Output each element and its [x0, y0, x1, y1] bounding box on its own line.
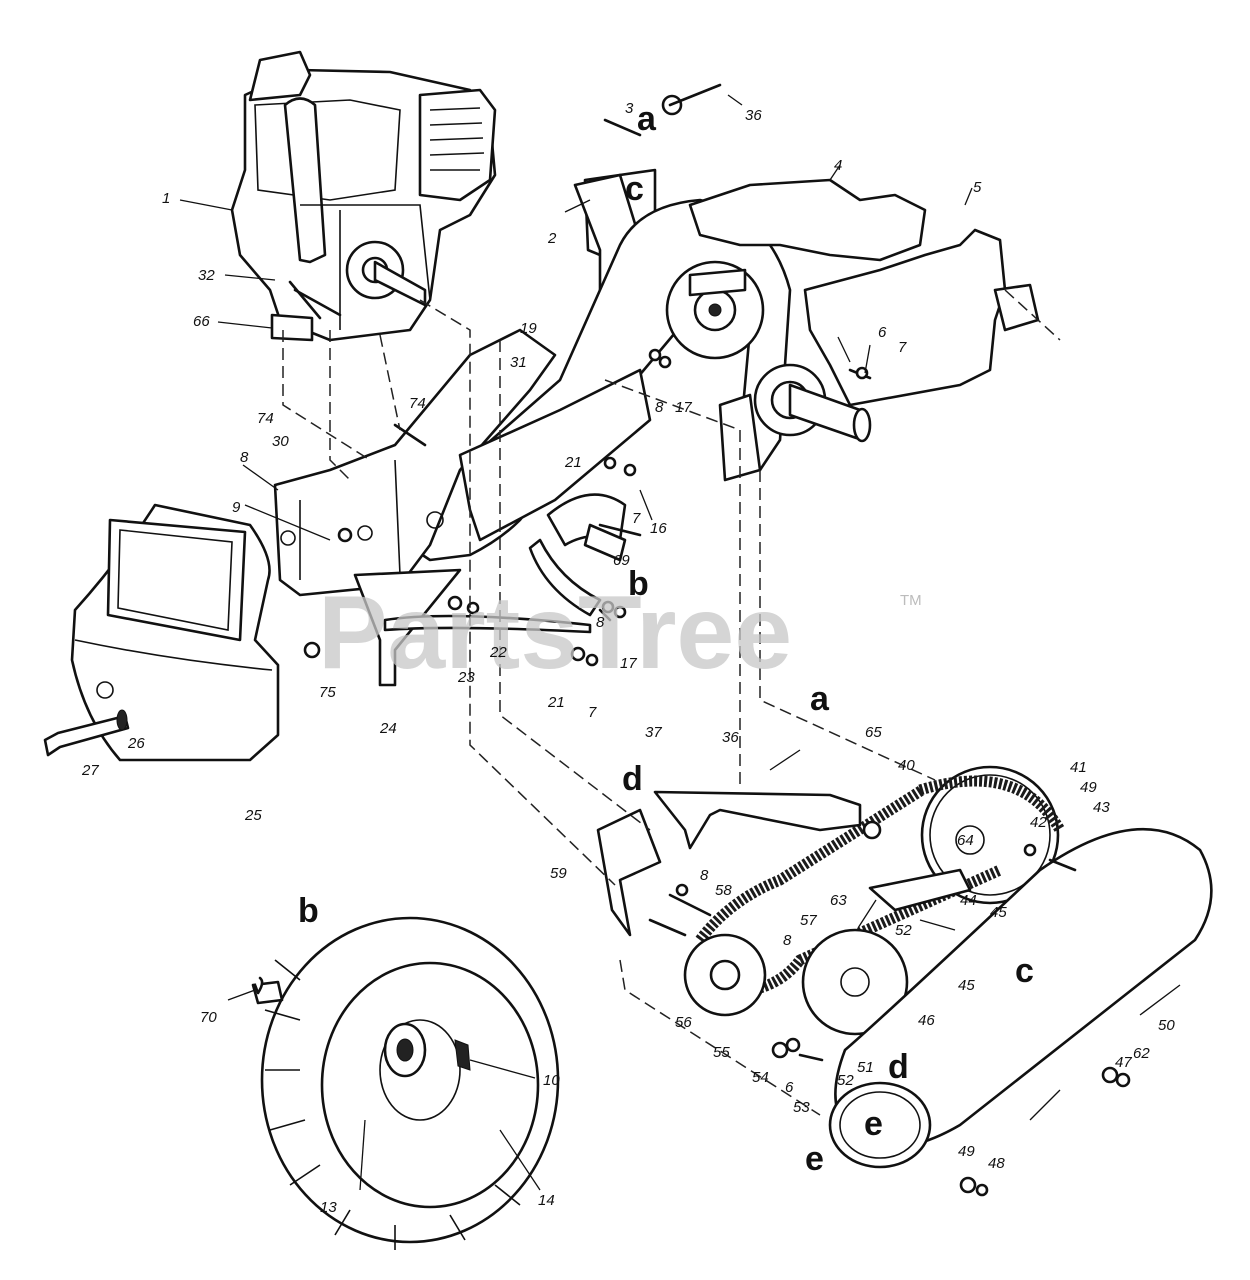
callout-16: 16 [650, 520, 667, 537]
callout-49-low: 49 [958, 1143, 975, 1160]
callout-6-top: 6 [878, 324, 887, 341]
engine[interactable] [230, 50, 497, 342]
callout-57: 57 [800, 912, 817, 929]
callout-6-bottom: 6 [785, 1079, 794, 1096]
ref-letter-d-bracket: d [622, 760, 643, 798]
callout-52-low: 52 [837, 1072, 854, 1089]
callout-25: 25 [244, 807, 262, 824]
callout-62: 62 [1133, 1045, 1150, 1062]
callout-24: 24 [379, 720, 397, 737]
reference-letters: a a b b c c d d e e [298, 100, 1034, 1178]
callout-8-left: 8 [240, 449, 249, 466]
callout-32: 32 [198, 267, 215, 284]
callout-36-top: 36 [745, 107, 762, 124]
callout-36-lower: 36 [722, 729, 739, 746]
callout-75: 75 [319, 684, 336, 701]
callout-46: 46 [918, 1012, 935, 1029]
callout-52-top: 52 [895, 922, 912, 939]
callout-42: 42 [1030, 814, 1047, 831]
callout-21-top: 21 [564, 454, 582, 471]
callout-23: 23 [457, 669, 475, 686]
leader-lines [179, 94, 1181, 1191]
ref-letter-a-top: a [637, 100, 657, 138]
callout-4: 4 [834, 157, 842, 174]
callout-8-mid: 8 [596, 614, 605, 631]
callout-56: 56 [675, 1014, 692, 1031]
callout-7-mid: 7 [632, 510, 641, 527]
callout-2: 2 [547, 230, 557, 247]
callout-8-bracket: 8 [700, 867, 709, 884]
callout-74-right: 74 [409, 395, 426, 412]
callout-45-top: 45 [990, 904, 1007, 921]
callout-41: 41 [1070, 759, 1087, 776]
ref-letter-e-bottom: e [805, 1140, 824, 1178]
callout-9: 9 [232, 499, 241, 516]
callout-47: 47 [1115, 1054, 1132, 1071]
callout-49-top: 49 [1080, 779, 1097, 796]
callout-70: 70 [200, 1009, 217, 1026]
ref-letter-b-center: b [628, 565, 649, 603]
callout-8-top: 8 [655, 399, 664, 416]
callout-13: 13 [320, 1199, 337, 1216]
callout-45-low: 45 [958, 977, 975, 994]
belt-drive-assembly[interactable] [596, 765, 1213, 1169]
watermark-trademark: TM [900, 592, 922, 609]
callout-7-top: 7 [898, 339, 907, 356]
callout-74-left: 74 [257, 410, 274, 427]
ref-letter-e-pulley: e [864, 1105, 883, 1143]
tine-housing-assembly[interactable] [273, 168, 792, 687]
transmission-housing[interactable] [688, 178, 1040, 482]
ref-letter-b-wheel: b [298, 892, 319, 930]
callout-7-low: 7 [588, 704, 597, 721]
ref-letter-a-lower: a [810, 680, 830, 718]
callout-26: 26 [127, 735, 145, 752]
callout-31: 31 [510, 354, 527, 371]
ref-letter-d-belt-guard: d [888, 1048, 909, 1086]
callout-17-low: 17 [620, 655, 637, 672]
callout-10: 10 [543, 1072, 560, 1089]
callout-53: 53 [793, 1099, 810, 1116]
callout-8-pulley: 8 [783, 932, 792, 949]
callout-63: 63 [830, 892, 847, 909]
front-shield[interactable] [70, 503, 280, 762]
callout-43: 43 [1093, 799, 1110, 816]
callout-37: 37 [645, 724, 662, 741]
callout-55: 55 [713, 1044, 730, 1061]
hardware-bolts[interactable] [43, 83, 1131, 1197]
ref-letter-c-lower: c [1015, 952, 1034, 990]
ref-letter-c-top: c [625, 170, 644, 208]
callout-65: 65 [865, 724, 882, 741]
callout-22: 22 [489, 644, 507, 661]
callout-64: 64 [957, 832, 974, 849]
callout-54: 54 [752, 1069, 769, 1086]
callout-40: 40 [898, 757, 915, 774]
watermark-text: PartsTree [318, 575, 792, 691]
callout-51: 51 [857, 1059, 874, 1076]
callout-66: 66 [193, 313, 210, 330]
callout-5: 5 [973, 179, 982, 196]
callout-30: 30 [272, 433, 289, 450]
callout-59: 59 [550, 865, 567, 882]
connection-lines [282, 289, 1061, 1116]
callout-17-top: 17 [675, 399, 692, 416]
wheel-tire[interactable] [251, 916, 560, 1250]
callout-44: 44 [960, 892, 977, 909]
callout-19: 19 [520, 320, 537, 337]
callout-69: 69 [613, 552, 630, 569]
part-number-callouts: 1 2 3 4 5 6 6 7 7 7 8 8 8 8 8 9 10 13 14… [81, 100, 1175, 1216]
callout-58: 58 [715, 882, 732, 899]
callout-48: 48 [988, 1155, 1005, 1172]
callout-27: 27 [81, 762, 99, 779]
callout-1: 1 [162, 190, 170, 207]
callout-3: 3 [625, 100, 634, 117]
callout-50: 50 [1158, 1017, 1175, 1034]
callout-21-low: 21 [547, 694, 565, 711]
callout-14: 14 [538, 1192, 555, 1209]
